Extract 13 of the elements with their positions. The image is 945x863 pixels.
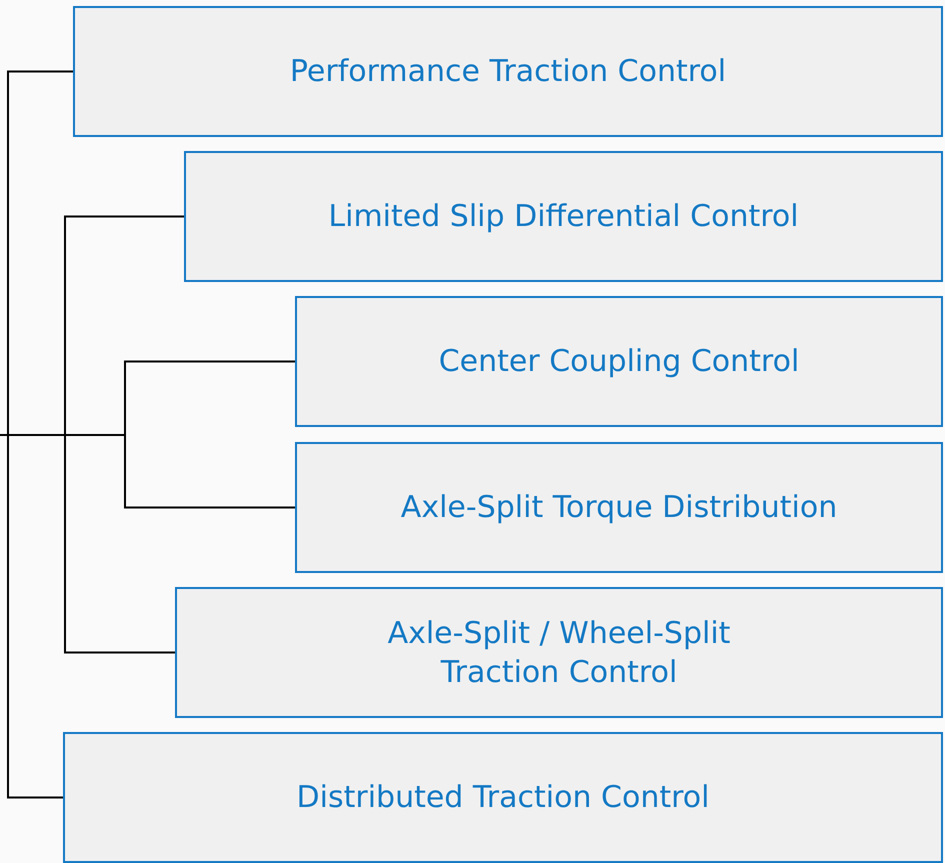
process-box <box>63 732 943 863</box>
box-label: Limited Slip Differential Control <box>327 198 800 236</box>
box-label: Axle-Split / Wheel-Split Traction Control <box>386 614 732 692</box>
process-box <box>184 151 943 282</box>
process-box <box>295 296 943 427</box>
box-label: Distributed Traction Control <box>296 779 710 817</box>
box-label: Axle-Split Torque Distribution <box>400 489 838 527</box>
process-box <box>175 587 943 718</box>
process-box <box>295 442 943 573</box>
process-box <box>73 6 943 137</box>
box-label: Center Coupling Control <box>438 343 800 381</box>
connector-line <box>0 434 63 798</box>
box-label: Performance Traction Control <box>288 53 728 91</box>
